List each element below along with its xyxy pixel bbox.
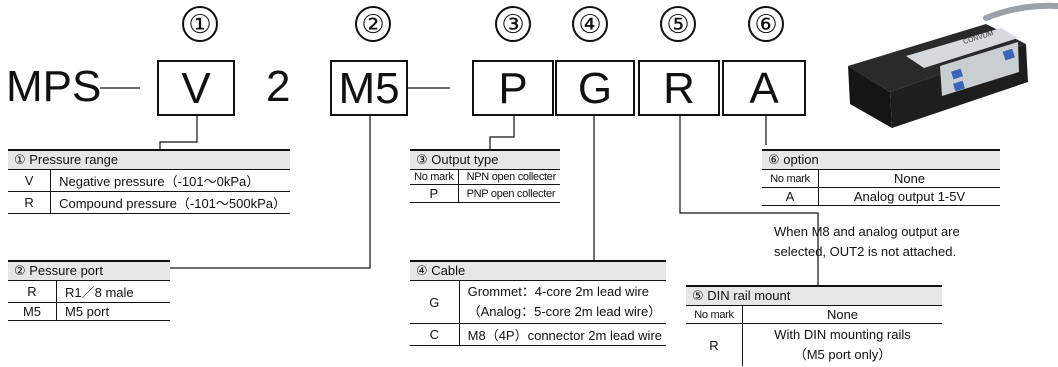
row-code: V (8, 169, 52, 192)
table-row: No mark None (686, 305, 942, 324)
marker-3: ③ (495, 6, 531, 42)
row-code: No mark (762, 169, 819, 188)
code-segment-m5: M5 (330, 60, 408, 116)
table-row: G Grommet：4-core 2m lead wire （Analog：5-… (410, 280, 666, 324)
code-segment-2: 2 (266, 62, 291, 111)
table-title: ③ Output type (410, 149, 560, 170)
table-title: ⑤ DIN rail mount (686, 285, 942, 306)
row-code: No mark (410, 169, 459, 185)
marker-4: ④ (572, 6, 608, 42)
code-segment-a: A (722, 60, 806, 116)
leader-v (159, 113, 198, 149)
row-code: R (8, 191, 52, 214)
row-desc: None (818, 169, 1000, 188)
row-desc: Negative pressure（-101～0kPa） (50, 169, 290, 192)
row-desc: Grommet：4-core 2m lead wire （Analog：5-co… (459, 280, 666, 324)
row-desc: M8（4P）connector 2m lead wire (459, 323, 666, 346)
row-desc: M5 port (56, 302, 170, 321)
table-title: ⑥ option (762, 149, 1000, 170)
code-segment-g: G (555, 60, 635, 116)
table-row: A Analog output 1-5V (762, 187, 1000, 206)
option-note-line2: selected, OUT2 is not attached. (774, 244, 957, 259)
sensor-product-image: CONVUM (848, 2, 1058, 128)
row-code: M5 (8, 302, 57, 321)
table-output-type: ③ Output type No mark NPN open collecter… (410, 149, 560, 203)
leader-g (578, 113, 595, 269)
row-code: G (410, 280, 460, 324)
row-code: R (686, 323, 743, 366)
row-desc: NPN open collecter (458, 169, 560, 185)
table-row: V Negative pressure（-101～0kPa） (8, 169, 290, 192)
row-desc-line1: Grommet：4-core 2m lead wire (467, 284, 649, 299)
table-pressure-port: ② Pessure port R R1／8 male M5 M5 port (8, 260, 170, 321)
code-segment-v: V (157, 60, 235, 116)
row-code: R (8, 280, 57, 303)
table-row: No mark NPN open collecter (410, 169, 560, 185)
table-cable: ④ Cable G Grommet：4-core 2m lead wire （A… (410, 260, 666, 346)
marker-2: ② (355, 6, 391, 42)
table-row: R R1／8 male (8, 280, 170, 303)
row-desc: R1／8 male (56, 280, 170, 303)
table-din-rail-mount: ⑤ DIN rail mount No mark None R With DIN… (686, 285, 942, 366)
table-row: R With DIN mounting rails （M5 port only） (686, 323, 943, 367)
marker-6: ⑥ (748, 6, 784, 42)
row-desc: PNP open collecter (458, 184, 560, 203)
row-code: P (410, 184, 459, 203)
marker-5: ⑤ (660, 6, 696, 42)
row-desc: None (742, 305, 942, 324)
code-segment-p: P (472, 60, 554, 116)
leader-p (489, 113, 515, 149)
row-desc: With DIN mounting rails （M5 port only） (743, 324, 943, 367)
option-note: When M8 and analog output are selected, … (774, 222, 960, 262)
row-desc: Analog output 1-5V (818, 187, 1000, 206)
row-desc-line1: With DIN mounting rails (774, 327, 911, 342)
row-code: C (410, 323, 460, 346)
row-desc-line2: （Analog：5-core 2m lead wire） (467, 304, 662, 319)
table-row: P PNP open collecter (410, 184, 560, 203)
leader-r (679, 113, 819, 285)
table-pressure-range: ① Pressure range V Negative pressure（-10… (8, 149, 290, 214)
leader-m5 (170, 113, 371, 269)
row-code: A (762, 187, 819, 206)
table-title: ① Pressure range (8, 149, 290, 170)
option-note-line1: When M8 and analog output are (774, 224, 960, 239)
table-title: ④ Cable (410, 260, 666, 281)
marker-1: ① (182, 6, 218, 42)
table-row: No mark None (762, 169, 1000, 188)
code-segment-r: R (638, 60, 720, 116)
table-row: C M8（4P）connector 2m lead wire (410, 323, 666, 346)
row-code: No mark (686, 305, 743, 324)
table-option: ⑥ option No mark None A Analog output 1-… (762, 149, 1000, 206)
code-prefix: MPS (6, 62, 102, 111)
table-row: M5 M5 port (8, 302, 170, 321)
table-row: R Compound pressure（-101～500kPa） (8, 191, 290, 214)
row-desc: Compound pressure（-101～500kPa） (50, 191, 290, 214)
table-title: ② Pessure port (8, 260, 170, 281)
row-desc-line2: （M5 port only） (793, 347, 892, 362)
